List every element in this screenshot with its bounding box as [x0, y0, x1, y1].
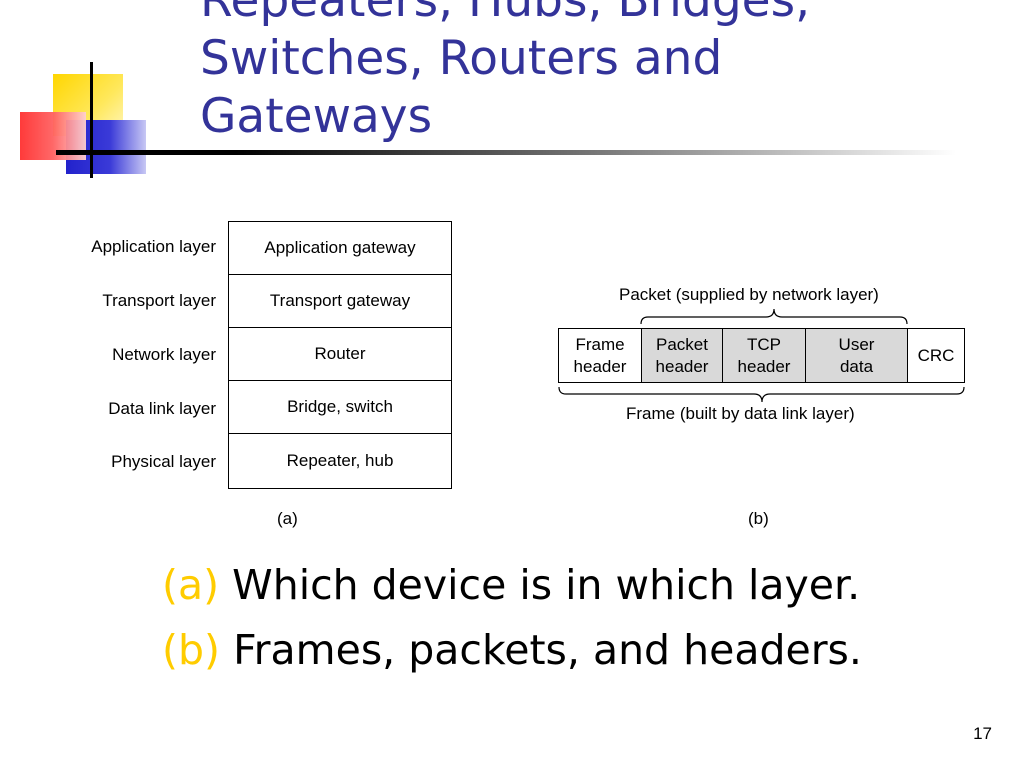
title-line-2: Switches, Routers and [200, 31, 723, 86]
layer-label-application: Application layer [91, 237, 216, 256]
device-table: Application gateway Transport gateway Ro… [228, 221, 452, 489]
caption-b: (b) [748, 509, 769, 528]
bullet-b: (b) Frames, packets, and headers. [162, 626, 862, 674]
slide-title: Repeaters, Hubs, Bridges, Switches, Rout… [200, 0, 810, 146]
decorative-vertical-line [90, 62, 93, 178]
device-transport-gateway: Transport gateway [229, 275, 451, 328]
bullet-b-text: Frames, packets, and headers. [233, 626, 862, 674]
frame-brace [558, 386, 965, 403]
packet-brace-label: Packet (supplied by network layer) [619, 285, 879, 304]
title-underline [56, 150, 956, 155]
device-bridge-switch: Bridge, switch [229, 381, 451, 434]
field-crc: CRC [917, 345, 955, 365]
device-repeater-hub: Repeater, hub [286, 451, 394, 470]
title-line-3: Gateways [200, 89, 433, 144]
device-application-gateway: Application gateway [229, 222, 451, 275]
bullet-a: (a) Which device is in which layer. [162, 561, 860, 609]
frame-brace-label: Frame (built by data link layer) [626, 404, 855, 423]
title-line-1: Repeaters, Hubs, Bridges, [200, 0, 811, 28]
layer-label-data-link: Data link layer [108, 399, 216, 418]
bullet-a-text: Which device is in which layer. [232, 561, 861, 609]
caption-a: (a) [277, 509, 298, 528]
packet-brace [640, 308, 908, 325]
layer-label-transport: Transport layer [102, 291, 216, 310]
device-router: Router [229, 328, 451, 381]
layer-label-physical: Physical layer [111, 452, 216, 471]
slide-number: 17 [973, 724, 992, 743]
layer-label-network: Network layer [112, 345, 216, 364]
bullet-a-marker: (a) [162, 561, 220, 609]
bullet-b-marker: (b) [162, 626, 221, 674]
